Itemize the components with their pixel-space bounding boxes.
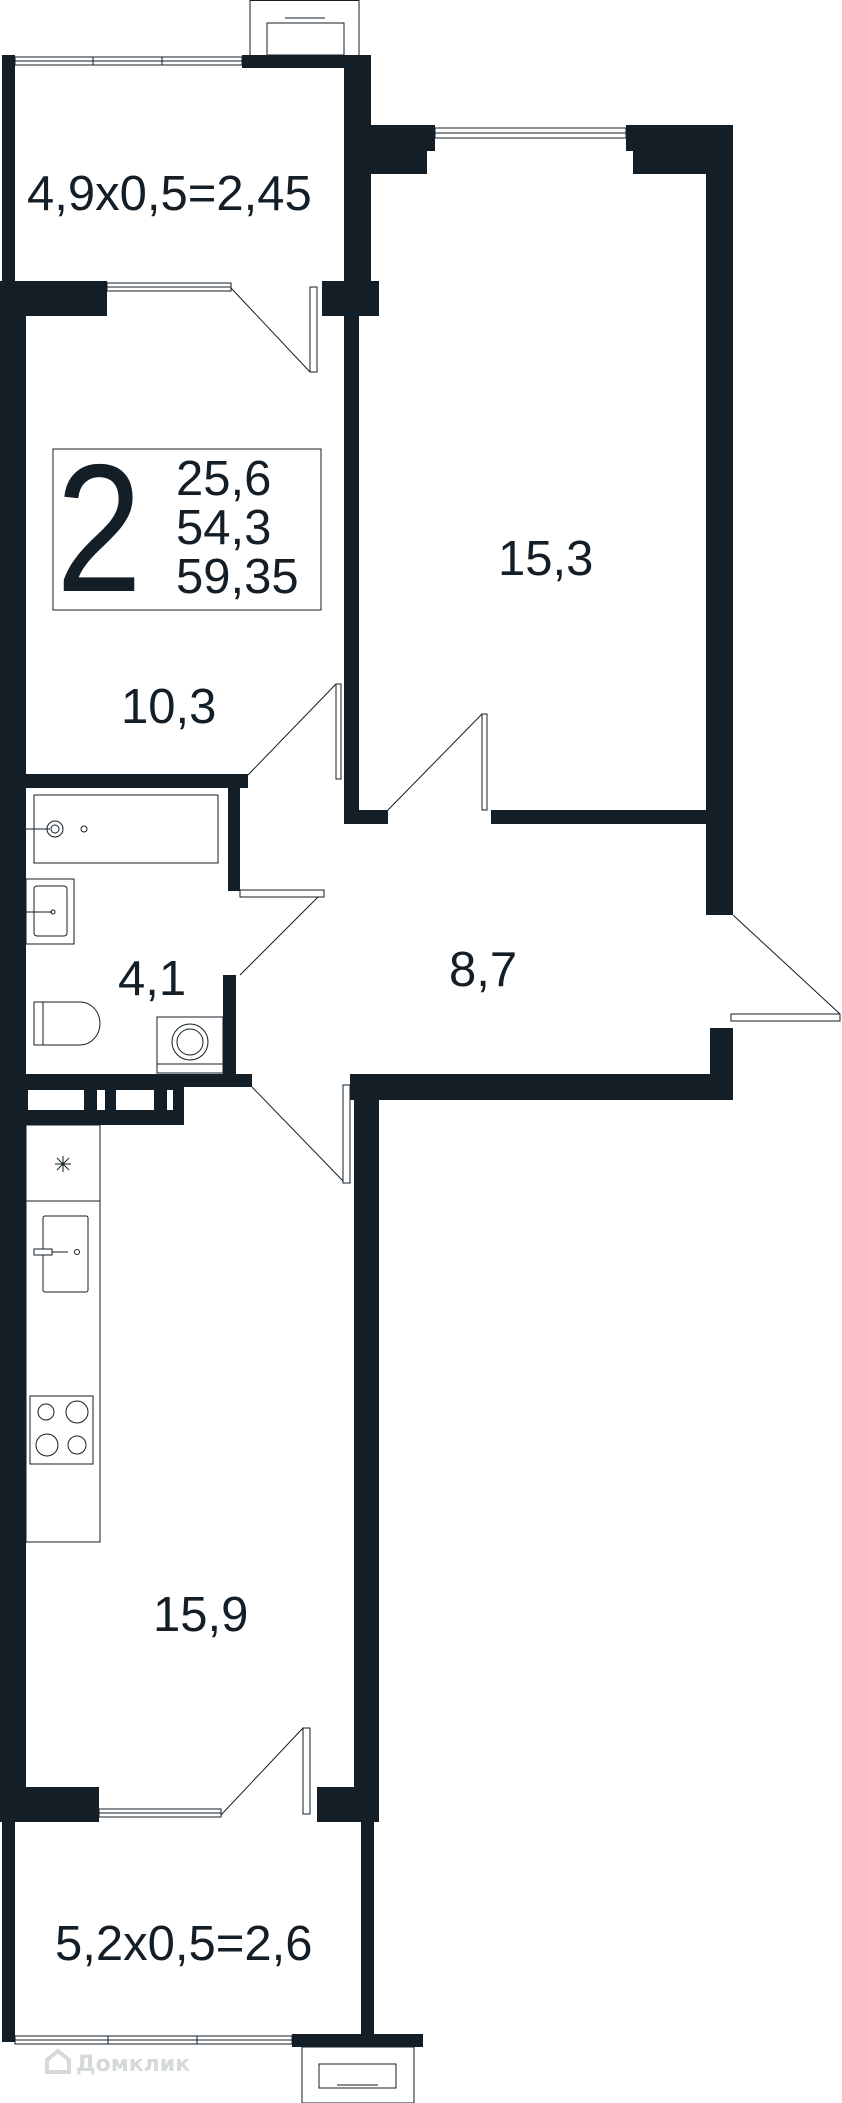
- room-label-balcony-top: 4,9x0,5=2,45: [27, 167, 312, 221]
- hob: [29, 1395, 94, 1465]
- room-label-bathroom: 4,1: [118, 952, 186, 1006]
- windows: [14, 56, 633, 2045]
- bottom-ac-unit: [301, 2046, 415, 2103]
- top-ac-unit: [249, 0, 360, 56]
- watermark: Домклик: [45, 2048, 190, 2077]
- kitchen-counter: [25, 1124, 101, 1543]
- room-label-bedroom: 15,3: [498, 532, 593, 586]
- rooms-count: 2: [56, 426, 142, 630]
- room-label-balcony-bottom: 5,2x0,5=2,6: [55, 1917, 312, 1971]
- total-area-with-balconies: 59,35: [176, 550, 299, 604]
- apartment-summary: 2 25,6 54,3 59,35: [52, 426, 322, 630]
- total-area: 54,3: [176, 501, 271, 555]
- toilet: [33, 1001, 101, 1046]
- sink: [25, 878, 75, 945]
- bathtub: [26, 794, 219, 864]
- house-icon: [45, 2048, 71, 2074]
- doors: [220, 286, 841, 1816]
- washing-machine: [156, 1016, 224, 1074]
- living-area: 25,6: [176, 452, 271, 506]
- room-label-living-room: 10,3: [121, 680, 216, 734]
- room-label-kitchen: 15,9: [153, 1588, 248, 1642]
- room-label-hall: 8,7: [449, 943, 517, 997]
- svg-text:Домклик: Домклик: [76, 2052, 190, 2077]
- walls: [0, 55, 733, 2047]
- ventilation-icon: [55, 1156, 71, 1172]
